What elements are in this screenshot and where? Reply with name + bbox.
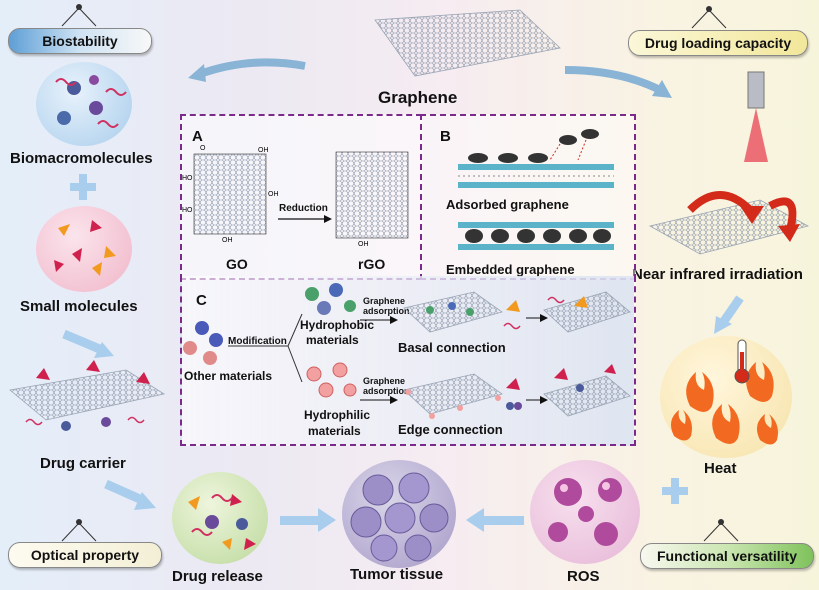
panel-b-letter: B bbox=[440, 128, 451, 145]
hydrophobic-label-1: Hydrophobic bbox=[300, 318, 374, 332]
graphene-adsorption-2a: Graphene bbox=[363, 376, 406, 386]
svg-text:HO: HO bbox=[182, 207, 193, 214]
tag-optical: Optical property bbox=[8, 542, 162, 568]
arrow-to-release bbox=[104, 479, 156, 510]
edge-drug-icons bbox=[506, 378, 522, 410]
modification-label: Modification bbox=[228, 336, 287, 347]
basal-sheet-b bbox=[543, 291, 631, 333]
arrow-ros-tumor bbox=[466, 508, 524, 532]
svg-text:OH: OH bbox=[258, 147, 269, 154]
hydrophilic-label-2: materials bbox=[308, 424, 361, 438]
reduction-arrow bbox=[278, 215, 332, 223]
graphene-title: Graphene bbox=[378, 88, 458, 107]
svg-text:HO: HO bbox=[182, 175, 193, 182]
heat-label: Heat bbox=[704, 460, 737, 477]
panel-c-letter: C bbox=[196, 292, 207, 309]
ros-label: ROS bbox=[567, 568, 600, 585]
arrow-basal bbox=[526, 314, 548, 322]
drug-release-circle bbox=[172, 472, 268, 564]
other-materials-label: Other materials bbox=[184, 369, 273, 383]
modification-branch bbox=[228, 313, 303, 383]
svg-text:OH: OH bbox=[268, 191, 279, 198]
hanger-optical bbox=[61, 519, 97, 542]
edge-sheet-a bbox=[403, 373, 503, 419]
drug-carrier-sheet bbox=[9, 360, 166, 431]
arrow-to-carrier bbox=[62, 329, 114, 358]
tag-biostability: Biostability bbox=[8, 28, 152, 54]
tag-functional: Functional versatility bbox=[640, 543, 814, 569]
small-molecules-label: Small molecules bbox=[20, 298, 138, 315]
hanger-biostability bbox=[61, 4, 97, 27]
embedded-label: Embedded graphene bbox=[446, 262, 575, 277]
arrow-release-tumor bbox=[280, 508, 336, 532]
edge-sheet-b bbox=[543, 364, 631, 417]
panel-c bbox=[180, 276, 636, 446]
basal-drug-icons bbox=[503, 300, 521, 330]
basal-label: Basal connection bbox=[398, 340, 506, 355]
nir-label: Near infrared irradiation bbox=[632, 266, 803, 283]
arrow-hydrophobic bbox=[360, 316, 398, 324]
drug-carrier-label: Drug carrier bbox=[40, 455, 126, 472]
adsorbed-label: Adsorbed graphene bbox=[446, 197, 569, 212]
arrow-edge bbox=[526, 396, 548, 404]
laser-device bbox=[744, 71, 768, 162]
arrow-top-right bbox=[564, 66, 672, 98]
panel-b bbox=[420, 114, 636, 280]
flame-icons bbox=[670, 339, 778, 445]
plus-icon-left bbox=[70, 174, 96, 200]
biomacromolecules-label: Biomacromolecules bbox=[10, 150, 153, 167]
rgo-label: rGO bbox=[358, 256, 386, 272]
other-materials-balls bbox=[183, 321, 223, 365]
biomacromolecule-icons bbox=[55, 75, 127, 128]
nir-sheet bbox=[648, 191, 810, 255]
tag-drug-loading: Drug loading capacity bbox=[628, 30, 808, 56]
adsorbed-membrane bbox=[458, 129, 614, 188]
edge-label: Edge connection bbox=[398, 422, 503, 437]
reduction-label: Reduction bbox=[279, 203, 328, 214]
basal-sheet-a bbox=[403, 291, 503, 333]
hydrophobic-label-2: materials bbox=[306, 333, 359, 347]
go-label: GO bbox=[226, 256, 248, 272]
graphene-adsorption-1b: adsorption bbox=[363, 306, 410, 316]
hydrophilic-icons bbox=[306, 362, 357, 398]
embedded-membrane bbox=[458, 222, 614, 250]
drug-release-icons bbox=[188, 494, 256, 550]
svg-text:OH: OH bbox=[222, 237, 233, 244]
small-molecules-circle bbox=[36, 206, 132, 292]
drug-release-label: Drug release bbox=[172, 568, 263, 585]
small-molecule-icons bbox=[54, 220, 116, 276]
graphene-adsorption-1a: Graphene bbox=[363, 296, 406, 306]
hanger-functional bbox=[703, 519, 739, 542]
tumor-tissue-label: Tumor tissue bbox=[350, 566, 444, 583]
tumor-cells bbox=[350, 472, 449, 562]
arrow-hydrophilic bbox=[360, 396, 398, 404]
arrow-top-left bbox=[188, 58, 306, 82]
rgo-structure: OH bbox=[335, 151, 409, 248]
svg-text:O: O bbox=[200, 145, 206, 152]
arrow-to-heat bbox=[714, 295, 744, 334]
svg-text:OH: OH bbox=[358, 241, 369, 248]
hydrophilic-label-1: Hydrophilic bbox=[304, 408, 371, 422]
go-structure: O OH HO OH HO OH bbox=[182, 145, 279, 244]
graphene-adsorption-2b: adsorption bbox=[363, 386, 410, 396]
graphene-sheet-top bbox=[374, 9, 561, 77]
hydrophobic-icons bbox=[305, 283, 356, 315]
hanger-drug-loading bbox=[691, 6, 727, 29]
plus-icon-right bbox=[662, 478, 688, 504]
panel-a-letter: A bbox=[192, 128, 203, 145]
biomacromolecules-circle bbox=[36, 62, 132, 146]
ros-particles bbox=[548, 478, 622, 546]
